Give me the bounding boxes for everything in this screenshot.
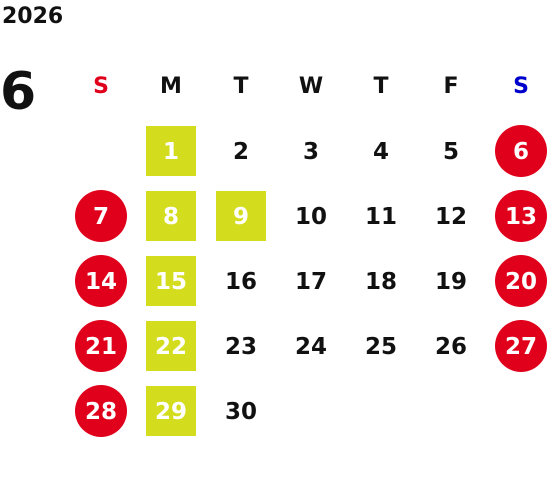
day-number: 2 (232, 138, 249, 165)
day-number: 14 (84, 268, 117, 295)
day-cell[interactable]: 15 (136, 249, 206, 314)
month-label: 6 (0, 62, 37, 122)
day-number: 12 (434, 203, 467, 230)
day-number: 26 (434, 333, 467, 360)
empty-day-cell (66, 119, 136, 184)
day-cell[interactable]: 21 (66, 314, 136, 379)
weekday-header: T (373, 74, 389, 99)
day-number: 16 (224, 268, 257, 295)
day-cell[interactable]: 16 (206, 249, 276, 314)
weekday-header: S (513, 74, 529, 99)
day-number: 13 (504, 203, 537, 230)
day-number: 23 (224, 333, 257, 360)
day-cell[interactable]: 29 (136, 379, 206, 444)
day-number: 10 (294, 203, 327, 230)
day-number: 11 (364, 203, 397, 230)
day-number: 25 (364, 333, 397, 360)
day-cell[interactable]: 18 (346, 249, 416, 314)
weekday-header: W (298, 74, 324, 99)
day-cell[interactable]: 14 (66, 249, 136, 314)
weekday-header: M (160, 74, 182, 99)
day-cell[interactable]: 20 (486, 249, 548, 314)
day-cell[interactable]: 12 (416, 184, 486, 249)
day-number: 17 (294, 268, 327, 295)
day-number: 7 (92, 203, 109, 230)
day-cell[interactable]: 22 (136, 314, 206, 379)
day-cell[interactable]: 11 (346, 184, 416, 249)
day-cell[interactable]: 7 (66, 184, 136, 249)
day-number: 18 (364, 268, 397, 295)
day-cell[interactable]: 9 (206, 184, 276, 249)
day-number: 4 (372, 138, 389, 165)
day-cell[interactable]: 3 (276, 119, 346, 184)
day-cell[interactable]: 2 (206, 119, 276, 184)
day-cell[interactable]: 24 (276, 314, 346, 379)
day-number: 8 (162, 203, 179, 230)
day-number: 6 (512, 138, 529, 165)
day-cell[interactable]: 6 (486, 119, 548, 184)
day-cell[interactable]: 5 (416, 119, 486, 184)
day-cell[interactable]: 8 (136, 184, 206, 249)
day-number: 15 (154, 268, 187, 295)
day-cell[interactable]: 25 (346, 314, 416, 379)
day-number: 1 (162, 138, 179, 165)
weekday-header: T (233, 74, 249, 99)
day-cell[interactable]: 4 (346, 119, 416, 184)
weekday-header: S (93, 74, 109, 99)
day-cell[interactable]: 1 (136, 119, 206, 184)
day-number: 3 (302, 138, 319, 165)
day-number: 19 (434, 268, 467, 295)
day-cell[interactable]: 30 (206, 379, 276, 444)
weekday-header: F (443, 74, 459, 99)
day-number: 27 (504, 333, 537, 360)
day-number: 22 (154, 333, 187, 360)
day-number: 21 (84, 333, 117, 360)
day-cell[interactable]: 26 (416, 314, 486, 379)
day-cell[interactable]: 17 (276, 249, 346, 314)
day-cell[interactable]: 13 (486, 184, 548, 249)
day-number: 30 (224, 398, 257, 425)
day-cell[interactable]: 19 (416, 249, 486, 314)
day-number: 9 (232, 203, 249, 230)
day-number: 28 (84, 398, 117, 425)
day-number: 20 (504, 268, 537, 295)
day-cell[interactable]: 28 (66, 379, 136, 444)
day-cell[interactable]: 27 (486, 314, 548, 379)
day-number: 24 (294, 333, 327, 360)
day-number: 5 (442, 138, 459, 165)
day-number: 29 (154, 398, 187, 425)
day-cell[interactable]: 23 (206, 314, 276, 379)
day-cell[interactable]: 10 (276, 184, 346, 249)
year-label: 2026 (2, 4, 64, 29)
